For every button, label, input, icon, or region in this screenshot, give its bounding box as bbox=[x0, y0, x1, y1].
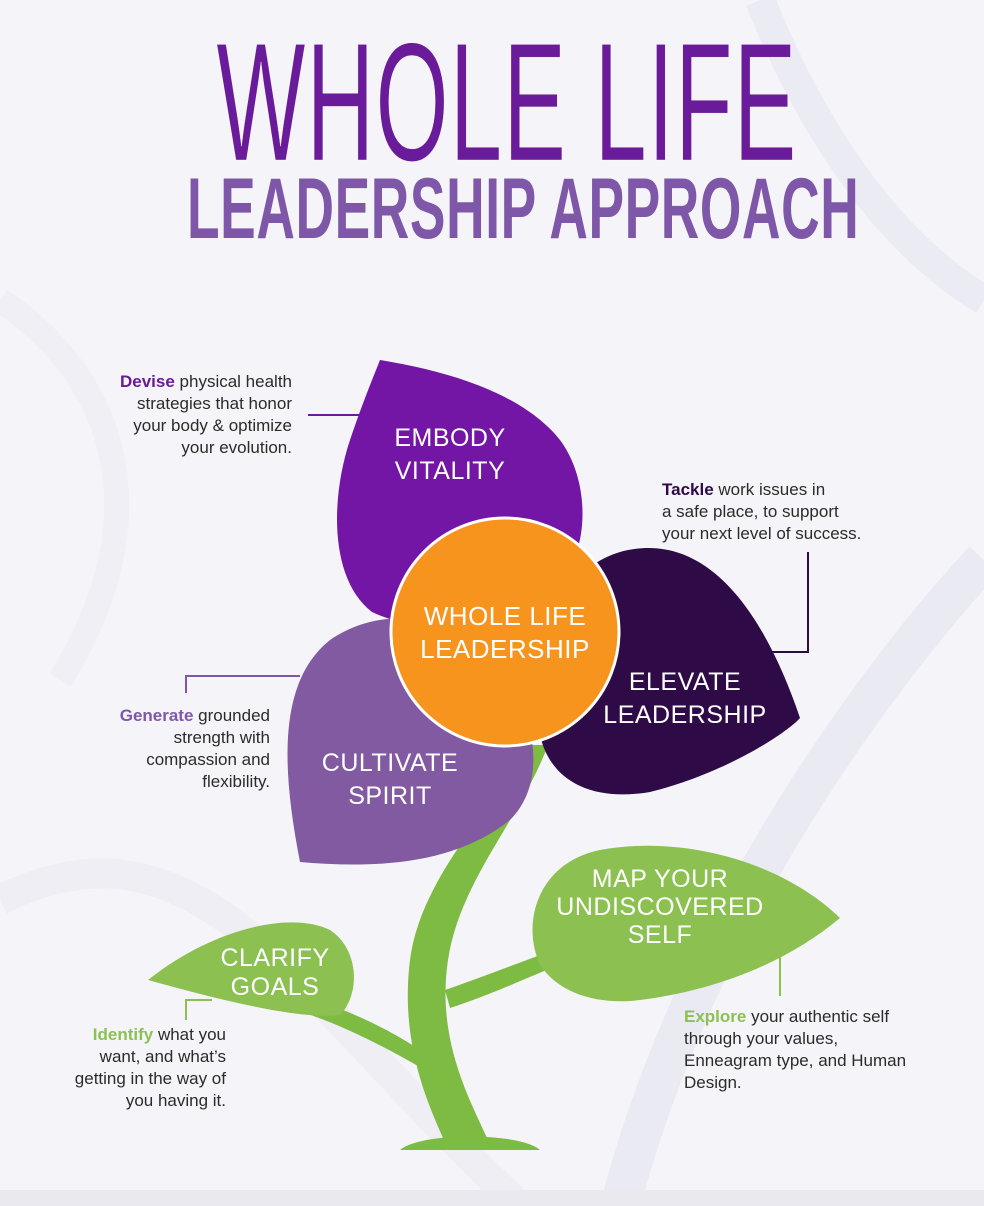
note-devise-line: strategies that honor bbox=[137, 394, 292, 413]
connector-tackle bbox=[770, 552, 809, 653]
center-circle bbox=[389, 516, 621, 748]
note-devise: Devise physical health strategies that h… bbox=[60, 371, 292, 459]
label-elevate-line2: LEADERSHIP bbox=[603, 701, 767, 729]
label-cultivate-spirit: CULTIVATE SPIRIT bbox=[300, 747, 480, 813]
note-devise-line: your evolution. bbox=[181, 438, 292, 457]
note-generate-keyword: Generate bbox=[119, 706, 194, 725]
note-devise-keyword: Devise bbox=[119, 372, 175, 391]
connector-identify bbox=[185, 999, 212, 1020]
note-identify-line: getting in the way of bbox=[74, 1069, 226, 1088]
label-elevate-line1: ELEVATE bbox=[628, 668, 742, 696]
note-explore-line: through your values, bbox=[684, 1029, 839, 1048]
label-clarify-goals: CLARIFY GOALS bbox=[205, 944, 345, 1002]
title-line-1: WHOLE LIFE bbox=[216, 8, 798, 196]
note-tackle-line: your next level of success. bbox=[662, 524, 862, 543]
note-explore-line: your authentic self bbox=[751, 1007, 890, 1026]
stem-base bbox=[400, 1136, 540, 1150]
stem bbox=[407, 745, 548, 1140]
label-clarify-line2: GOALS bbox=[230, 973, 320, 1001]
note-devise-line: physical health bbox=[179, 372, 292, 391]
title-line-2: LEADERSHIP APPROACH bbox=[186, 161, 860, 257]
label-whole-life-leadership: WHOLE LIFE LEADERSHIP bbox=[395, 600, 615, 666]
branch-right bbox=[445, 948, 566, 1008]
label-map-line2: UNDISCOVERED bbox=[556, 893, 764, 921]
note-identify-line: want, and what’s bbox=[99, 1047, 226, 1066]
label-map-line3: SELF bbox=[627, 921, 693, 949]
note-identify: Identify what you want, and what’s getti… bbox=[40, 1024, 226, 1112]
note-identify-keyword: Identify bbox=[92, 1025, 154, 1044]
connector-generate bbox=[185, 675, 300, 693]
note-generate-line: grounded bbox=[198, 706, 270, 725]
note-identify-line: what you bbox=[157, 1025, 226, 1044]
note-tackle-keyword: Tackle bbox=[662, 480, 714, 499]
note-devise-line: your body & optimize bbox=[133, 416, 292, 435]
center-line1: WHOLE LIFE bbox=[423, 601, 587, 631]
note-tackle-line: a safe place, to support bbox=[662, 502, 839, 521]
leaf-clarify-goals bbox=[148, 922, 354, 1016]
label-embody-line2: VITALITY bbox=[394, 457, 506, 485]
leaf-map-your-undiscovered-self bbox=[532, 845, 840, 1002]
label-cultivate-line1: CULTIVATE bbox=[321, 749, 459, 777]
label-embody-vitality: EMBODY VITALITY bbox=[350, 422, 550, 488]
label-clarify-line1: CLARIFY bbox=[220, 944, 330, 972]
note-tackle: Tackle work issues in a safe place, to s… bbox=[662, 479, 962, 545]
note-explore: Explore your authentic self through your… bbox=[684, 1006, 974, 1094]
note-tackle-line: work issues in bbox=[718, 480, 826, 499]
note-explore-line: Enneagram type, and Human bbox=[684, 1051, 907, 1070]
note-generate-line: flexibility. bbox=[202, 772, 270, 791]
label-elevate-leadership: ELEVATE LEADERSHIP bbox=[590, 666, 780, 732]
label-map-your-undiscovered-self: MAP YOUR UNDISCOVERED SELF bbox=[545, 865, 775, 949]
note-generate-line: strength with bbox=[173, 728, 270, 747]
label-map-line1: MAP YOUR bbox=[591, 865, 729, 893]
note-generate-line: compassion and bbox=[146, 750, 270, 769]
label-cultivate-line2: SPIRIT bbox=[348, 782, 432, 810]
note-generate: Generate grounded strength with compassi… bbox=[60, 705, 270, 793]
center-line2: LEADERSHIP bbox=[420, 634, 590, 664]
note-explore-keyword: Explore bbox=[684, 1007, 747, 1026]
note-explore-line: Design. bbox=[684, 1073, 742, 1092]
note-identify-line: you having it. bbox=[125, 1091, 226, 1110]
label-embody-line1: EMBODY bbox=[394, 424, 506, 452]
